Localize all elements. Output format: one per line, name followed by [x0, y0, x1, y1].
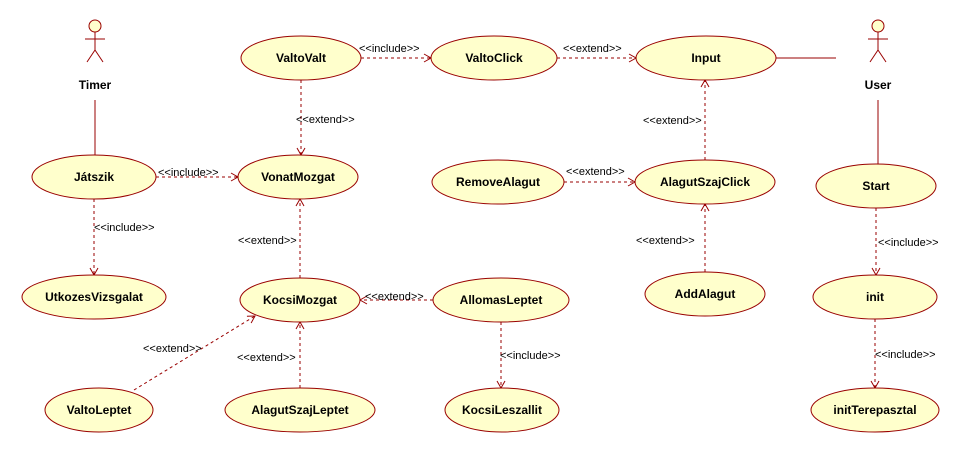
use-case-kocsimozgat[interactable]: KocsiMozgat [239, 277, 361, 323]
use-case-ellipse[interactable] [635, 35, 777, 81]
use-case-alagutszajclick[interactable]: AlagutSzajClick [634, 159, 776, 205]
use-case-ellipse[interactable] [431, 159, 565, 205]
use-case-label: UtkozesVizsgalat [45, 290, 143, 304]
actor-left-leg [86, 49, 96, 63]
stereotype-label: <<extend>> [365, 291, 424, 303]
use-case-label: AddAlagut [675, 287, 736, 301]
use-case-utkozesvizsgalat[interactable]: UtkozesVizsgalat [21, 274, 167, 320]
actor-head [88, 19, 102, 33]
actor-right-leg [94, 49, 104, 63]
stereotype-label: <<extend>> [296, 114, 355, 126]
use-case-addalagut[interactable]: AddAlagut [644, 271, 766, 317]
use-case-valtovalt[interactable]: ValtoValt [240, 35, 362, 81]
use-case-label: Játszik [74, 170, 114, 184]
use-case-label: Input [691, 51, 720, 65]
actor-timer[interactable]: Timer [79, 19, 112, 92]
use-case-ellipse[interactable] [430, 35, 558, 81]
stereotype-label: <<extend>> [643, 115, 702, 127]
use-case-ellipse[interactable] [21, 274, 167, 320]
use-case-initterepasztal[interactable]: initTerepasztal [810, 387, 940, 433]
actor-name: Timer [79, 78, 112, 92]
use-case-label: initTerepasztal [833, 403, 916, 417]
use-case-label: KocsiMozgat [263, 293, 337, 307]
stereotype-label: <<include>> [158, 167, 219, 179]
use-case-label: init [866, 290, 884, 304]
use-case-ellipse[interactable] [237, 154, 359, 200]
use-case-valtoclick[interactable]: ValtoClick [430, 35, 558, 81]
use-case-vonatmozgat[interactable]: VonatMozgat [237, 154, 359, 200]
use-case-ellipse[interactable] [810, 387, 940, 433]
stereotype-label: <<extend>> [143, 343, 202, 355]
stereotype-label: <<extend>> [563, 43, 622, 55]
stereotype-label: <<extend>> [566, 166, 625, 178]
use-case-ellipse[interactable] [444, 387, 560, 433]
stereotype-label: <<extend>> [238, 235, 297, 247]
use-case-label: ValtoValt [276, 51, 326, 65]
use-case-label: RemoveAlagut [456, 175, 540, 189]
actor-user[interactable]: User [865, 19, 892, 92]
dependency-arrowhead [246, 315, 256, 324]
use-case-start[interactable]: Start [815, 163, 937, 209]
use-case-init[interactable]: init [812, 274, 938, 320]
stereotype-label: <<include>> [94, 222, 155, 234]
use-case-jatszik[interactable]: Játszik [31, 154, 157, 200]
stereotype-label: <<extend>> [636, 235, 695, 247]
use-case-allomasleptet[interactable]: AllomasLeptet [432, 277, 570, 323]
actor-left-leg [869, 49, 879, 63]
use-case-kocsileszallit[interactable]: KocsiLeszallit [444, 387, 560, 433]
use-case-ellipse[interactable] [31, 154, 157, 200]
use-case-label: AlagutSzajLeptet [251, 403, 348, 417]
use-case-label: AlagutSzajClick [660, 175, 750, 189]
use-case-label: ValtoClick [465, 51, 523, 65]
stereotype-label: <<extend>> [237, 352, 296, 364]
use-case-ellipse[interactable] [240, 35, 362, 81]
use-case-ellipse[interactable] [634, 159, 776, 205]
use-case-ellipse[interactable] [644, 271, 766, 317]
actor-name: User [865, 78, 892, 92]
stereotype-label: <<include>> [878, 237, 939, 249]
use-case-label: ValtoLeptet [67, 403, 132, 417]
use-case-ellipse[interactable] [44, 387, 154, 433]
use-case-label: AllomasLeptet [460, 293, 543, 307]
use-case-ellipse[interactable] [432, 277, 570, 323]
use-case-label: Start [862, 179, 889, 193]
use-case-ellipse[interactable] [815, 163, 937, 209]
use-case-ellipse[interactable] [812, 274, 938, 320]
use-case-label: VonatMozgat [261, 170, 335, 184]
use-case-removealagut[interactable]: RemoveAlagut [431, 159, 565, 205]
use-case-alagutszajleptet[interactable]: AlagutSzajLeptet [224, 387, 376, 433]
actor-right-leg [877, 49, 887, 63]
stereotype-label: <<include>> [500, 350, 561, 362]
use-case-ellipse[interactable] [224, 387, 376, 433]
use-case-valtoleptet[interactable]: ValtoLeptet [44, 387, 154, 433]
use-case-ellipse[interactable] [239, 277, 361, 323]
stereotype-label: <<include>> [359, 43, 420, 55]
stereotype-label: <<include>> [875, 349, 936, 361]
actor-head [871, 19, 885, 33]
use-case-input[interactable]: Input [635, 35, 777, 81]
use-case-label: KocsiLeszallit [462, 403, 542, 417]
